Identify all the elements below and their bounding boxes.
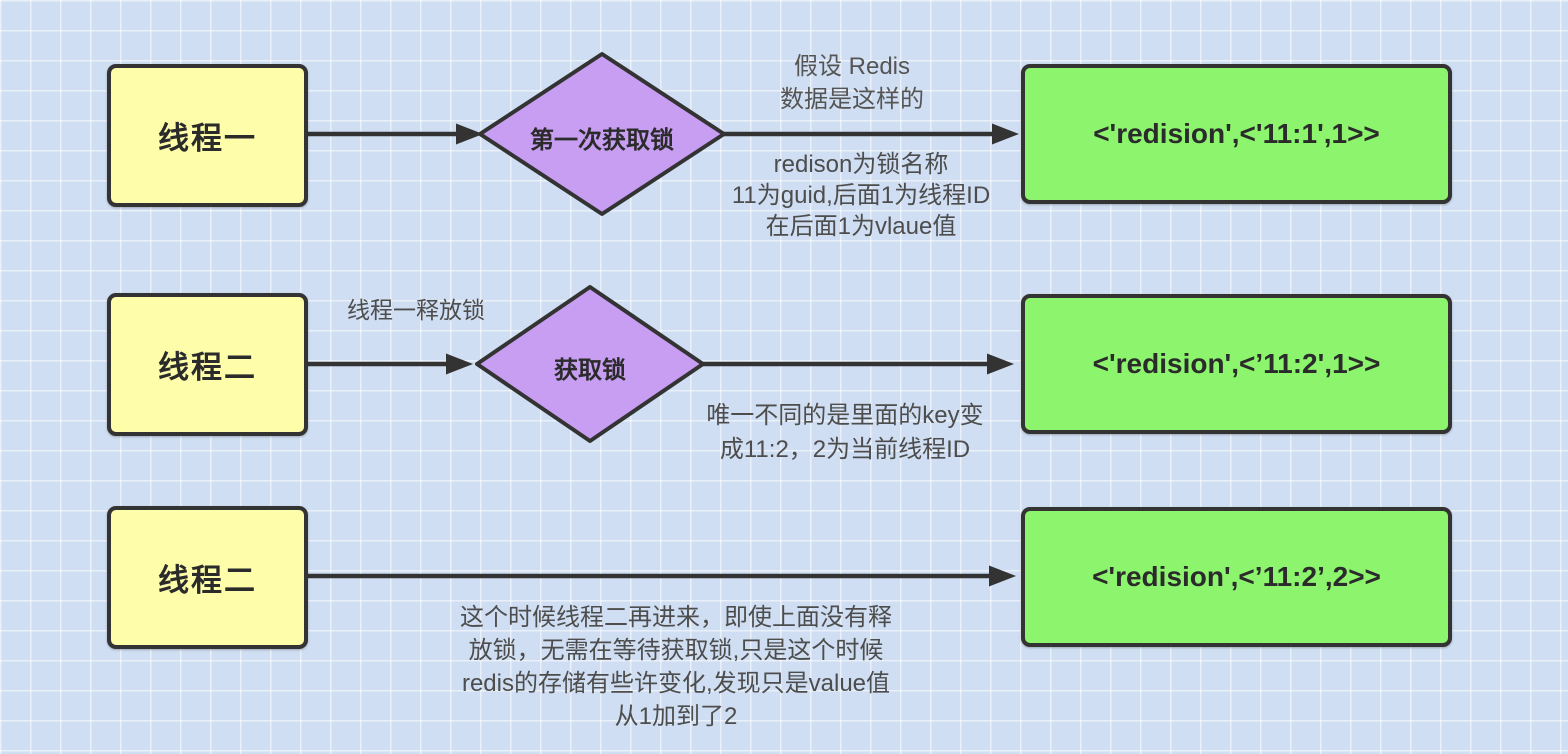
thread-node-2-label: 线程二 [158,350,257,385]
thread-node-1: 线程一 [107,64,308,207]
note-above-arrow-row1: 假设 Redis 数据是这样的 [780,53,924,113]
decision-label-1: 第一次获取锁 [530,127,674,154]
decision-label-2: 获取锁 [554,357,626,384]
redis-node-2: <'redision',<’11:2',1>> [1021,294,1452,434]
redis-node-1: <'redision',<'11:1',1>> [1021,64,1452,204]
decision-diamond-2 [475,285,705,443]
redis-node-2-value: <'redision',<’11:2',1>> [1092,348,1381,379]
note-below-arrow-row3: 这个时候线程二再进来，即使上面没有释 放锁，无需在等待获取锁,只是这个时候 re… [460,604,892,730]
redis-node-1-value: <'redision',<'11:1',1>> [1093,118,1380,149]
note-below-arrow-row2: 唯一不同的是里面的key变 成11:2，2为当前线程ID [706,402,984,463]
thread-node-1-label: 线程一 [158,121,257,156]
arrowhead-icon [446,353,473,375]
redis-node-3-value: <'redision',<’11:2’,2>> [1092,561,1381,592]
note-below-arrow-row1: redison为锁名称 11为guid,后面1为线程ID 在后面1为vlaue值 [731,151,991,240]
arrowhead-icon [456,123,483,145]
arrowhead-icon [992,123,1019,145]
redis-node-3: <'redision',<’11:2’,2>> [1021,507,1452,647]
thread-node-2: 线程二 [107,293,308,436]
arrow-label-row2: 线程一释放锁 [347,297,485,323]
arrowhead-icon [987,353,1014,375]
thread-node-3: 线程二 [107,506,308,649]
arrowhead-icon [989,565,1016,587]
decision-diamond-1 [478,52,726,216]
thread-node-3-label: 线程二 [158,563,257,598]
